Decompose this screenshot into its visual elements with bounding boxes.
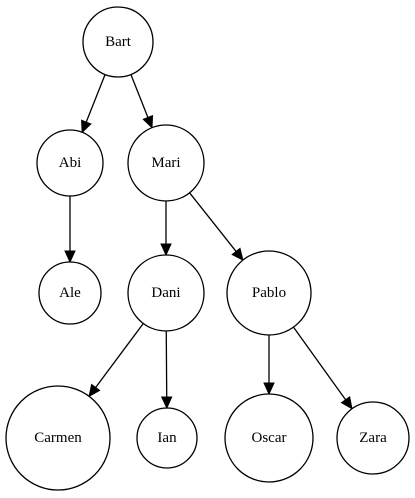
node-label: Mari (151, 155, 180, 171)
edge-line (85, 74, 106, 123)
arrowhead-icon (160, 396, 173, 410)
arrowhead-icon (231, 247, 244, 262)
edge-line (292, 326, 347, 401)
node-label: Ian (157, 430, 177, 446)
node-bart: Bart (82, 6, 154, 78)
node-circle (226, 250, 312, 336)
node-circle (127, 124, 205, 202)
edge-pablo-zara (292, 326, 353, 410)
node-abi: Abi (36, 129, 104, 197)
edge-line (130, 74, 149, 118)
arrowhead-icon (340, 396, 353, 410)
node-carmen: Carmen (5, 385, 111, 491)
node-circle (5, 385, 111, 491)
edge-dani-carmen (88, 323, 144, 398)
node-circle (38, 261, 102, 325)
arrowhead-icon (160, 243, 172, 257)
node-label: Abi (59, 155, 82, 171)
node-label: Pablo (252, 285, 286, 301)
node-circle (82, 6, 154, 78)
node-circle (136, 407, 198, 469)
node-oscar: Oscar (224, 393, 314, 483)
node-circle (127, 254, 205, 332)
node-label: Bart (105, 34, 132, 50)
node-circle (224, 393, 314, 483)
node-pablo: Pablo (226, 250, 312, 336)
edges-group (64, 74, 353, 410)
arrowhead-icon (64, 250, 76, 264)
edge-dani-ian (160, 330, 173, 410)
edge-pablo-oscar (263, 335, 275, 396)
node-ian: Ian (136, 407, 198, 469)
edge-line (95, 323, 144, 388)
edge-line (189, 192, 237, 252)
node-circle (36, 129, 104, 197)
edge-bart-abi (81, 74, 106, 134)
edge-mari-dani (160, 201, 172, 257)
node-label: Oscar (252, 430, 287, 446)
arrowhead-icon (81, 119, 92, 134)
node-label: Ale (59, 285, 81, 301)
node-zara: Zara (336, 401, 410, 475)
node-label: Zara (359, 430, 387, 446)
node-ale: Ale (38, 261, 102, 325)
node-mari: Mari (127, 124, 205, 202)
arrowhead-icon (88, 383, 101, 398)
edge-mari-pablo (189, 192, 244, 262)
edge-bart-mari (130, 74, 154, 129)
arrowhead-icon (142, 114, 154, 129)
node-circle (336, 401, 410, 475)
arrowhead-icon (263, 382, 275, 396)
node-label: Carmen (34, 430, 82, 446)
node-dani: Dani (127, 254, 205, 332)
node-label: Dani (151, 285, 180, 301)
edge-abi-ale (64, 196, 76, 264)
